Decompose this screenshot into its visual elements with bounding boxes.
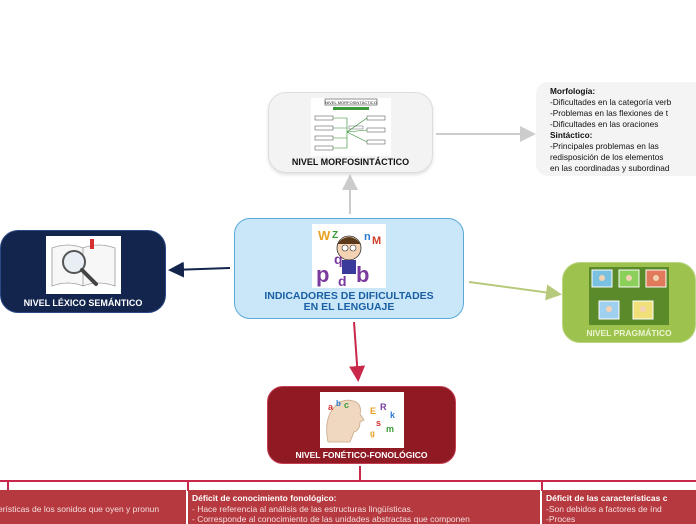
svg-text:n: n	[364, 231, 371, 243]
svg-text:s: s	[376, 418, 381, 428]
svg-text:b: b	[356, 262, 369, 287]
bottom-middle-line: - Hace referencia al análisis de las est…	[192, 503, 414, 514]
morf-heading-morfologia: Morfología:	[550, 86, 596, 96]
bottom-box-right[interactable]: Déficit de las características c -Son de…	[542, 490, 696, 524]
bottom-right-line: -Proces	[546, 514, 576, 524]
node-fonetico-fonologico[interactable]: a b c E R k s m g NIVEL FONÉTICO-FONOLÓG…	[267, 386, 456, 464]
svg-text:W: W	[318, 228, 331, 243]
node-central[interactable]: W Z n M p q b d INDICADORES DE DIFICULTA…	[234, 218, 464, 319]
morf-detail-line: -Dificultades en las oraciones	[550, 119, 659, 129]
node-pragmatico-label: NIVEL PRAGMÁTICO	[586, 328, 672, 338]
bottom-right-line: -Son debidos a factores de índ	[546, 503, 662, 514]
svg-text:q: q	[334, 251, 343, 267]
node-pragmatico[interactable]: NIVEL PRAGMÁTICO	[562, 262, 696, 343]
morf-details-panel[interactable]: Morfología: -Dificultades en la categorí…	[536, 82, 696, 176]
svg-text:g: g	[370, 429, 375, 438]
bottom-box-middle[interactable]: Déficit de conocimiento fonológico: - Ha…	[188, 490, 540, 524]
svg-text:k: k	[390, 410, 396, 420]
morf-detail-line: -Principales problemas en las	[550, 141, 659, 151]
node-morfosintactico-label: NIVEL MORFOSINTÁCTICO	[291, 157, 410, 167]
svg-text:M: M	[372, 235, 381, 247]
svg-text:p: p	[316, 262, 329, 287]
svg-text:E: E	[370, 406, 376, 416]
node-morfosintactico[interactable]: NIVEL MORFOSINTÁCTICO NIVEL MORFOSINTÁCT…	[268, 92, 433, 173]
bottom-box-left[interactable]: erísticas de los sonidos que oyen y pron…	[0, 490, 186, 524]
svg-text:Z: Z	[332, 230, 338, 241]
bottom-left-line: erísticas de los sonidos que oyen y pron…	[0, 504, 160, 514]
morf-detail-line: -Problemas en las flexiones de t	[550, 108, 669, 118]
communication-scenes-thumbnail	[589, 267, 669, 325]
connector-to-lexico	[168, 261, 231, 278]
bottom-middle-line: - Corresponde al conocimiento de las uni…	[192, 514, 470, 524]
thumb-title: NIVEL MORFOSINTÁCTICO	[325, 100, 377, 105]
central-title-line1: INDICADORES DE DIFICULTADES	[264, 290, 434, 302]
node-fonetico-fonologico-label: NIVEL FONÉTICO-FONOLÓGICO	[295, 450, 428, 460]
cartoon-child-letters-icon: W Z n M p q b d	[312, 224, 386, 289]
svg-text:b: b	[336, 399, 341, 408]
morf-detail-line: en las coordinadas y subordinad	[550, 163, 670, 173]
connector-to-pragmatico	[468, 281, 562, 301]
morf-detail-line: redisposición de los elementos	[550, 152, 664, 162]
svg-text:R: R	[380, 402, 387, 412]
central-title-line2: EN EL LENGUAJE	[303, 301, 395, 313]
node-lexico-semantico[interactable]: NIVEL LÉXICO SEMÁNTICO	[0, 230, 166, 313]
node-central-label: INDICADORES DE DIFICULTADES EN EL LENGUA…	[235, 291, 463, 313]
bottom-right-heading: Déficit de las características c	[546, 493, 668, 503]
syntax-tree-thumbnail: NIVEL MORFOSINTÁCTICO	[311, 98, 391, 156]
bottom-middle-heading: Déficit de conocimiento fonológico:	[192, 493, 337, 503]
morf-detail-line: -Dificultades en la categoría verb	[550, 97, 672, 107]
svg-text:c: c	[344, 400, 349, 410]
svg-text:d: d	[338, 273, 347, 288]
connector-to-fonetico	[349, 321, 366, 382]
head-speaking-letters-icon: a b c E R k s m g	[320, 392, 404, 448]
svg-text:m: m	[386, 424, 394, 434]
magnifying-glass-book-icon	[46, 236, 121, 294]
svg-text:a: a	[328, 402, 334, 412]
node-lexico-semantico-label: NIVEL LÉXICO SEMÁNTICO	[23, 298, 143, 308]
morf-heading-sintactico: Sintáctico:	[550, 130, 593, 140]
